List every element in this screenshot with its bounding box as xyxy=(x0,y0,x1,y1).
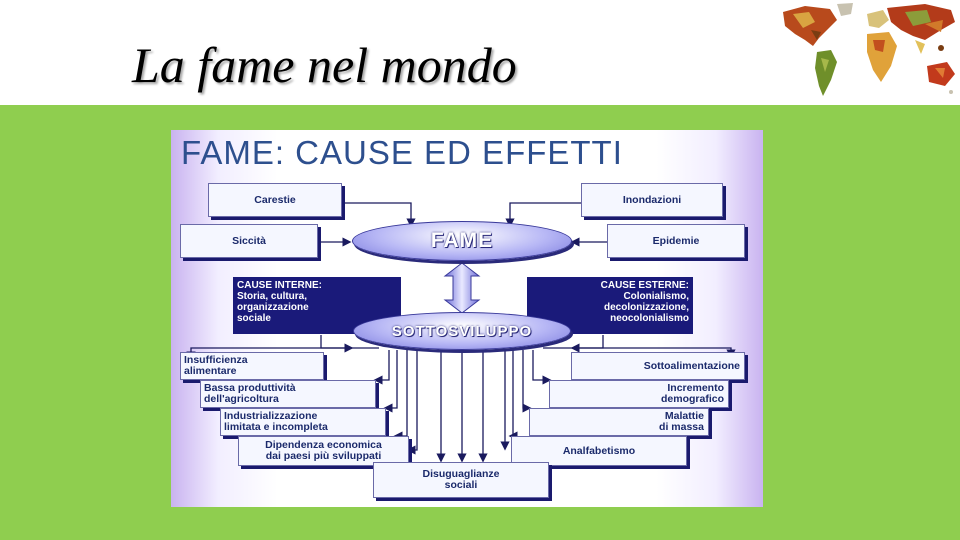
cause-box-siccita: Siccità xyxy=(180,224,318,258)
effect-box-disuguaglianze-sociali: Disuguaglianze sociali xyxy=(373,462,549,498)
effect-box-industrializzazione: Industrializzazione limitata e incomplet… xyxy=(220,408,386,436)
effect-box-malattie-di-massa: Malattie di massa xyxy=(529,408,709,436)
fame-node: FAME xyxy=(352,221,572,261)
sottosviluppo-node: SOTTOSVILUPPO xyxy=(353,312,571,350)
slide-title: La fame nel mondo xyxy=(132,37,517,93)
cause-box-epidemie: Epidemie xyxy=(607,224,745,258)
hunger-causes-effects-diagram: FAME: CAUSE ED EFFETTI Carestie Siccità … xyxy=(171,130,763,507)
cause-box-inondazioni: Inondazioni xyxy=(581,183,723,217)
world-map-spices-image xyxy=(783,3,955,96)
effect-box-analfabetismo: Analfabetismo xyxy=(511,436,687,466)
effect-box-sottoalimentazione: Sottoalimentazione xyxy=(571,352,745,380)
effect-box-incremento-demografico: Incremento demografico xyxy=(549,380,729,408)
effect-box-bassa-produttivita: Bassa produttività dell'agricoltura xyxy=(200,380,376,408)
effect-box-insufficienza-alimentare: Insufficienza alimentare xyxy=(180,352,324,380)
effect-box-dipendenza-economica: Dipendenza economica dai paesi più svilu… xyxy=(238,436,409,466)
cause-box-carestie: Carestie xyxy=(208,183,342,217)
diagram-title: FAME: CAUSE ED EFFETTI xyxy=(181,134,623,171)
